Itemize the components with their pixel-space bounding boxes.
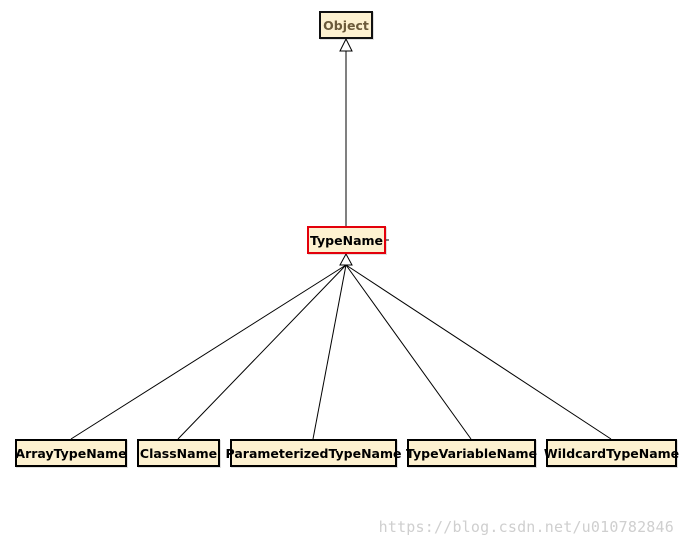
generalization-line-wildcardtypename [345, 264, 612, 440]
class-classname-label: ClassName [139, 445, 218, 461]
class-typevariablename-label: TypeVariableName [405, 445, 538, 461]
generalization-line-arraytypename [70, 264, 347, 440]
class-object-label: Object [323, 17, 369, 33]
class-typename-label: TypeName [309, 232, 384, 248]
class-parameterizedtypename-label: ParameterizedTypeName [225, 445, 402, 461]
class-parameterizedtypename[interactable]: ParameterizedTypeName [226, 439, 402, 467]
generalization-line-parameterizedtypename [312, 264, 347, 440]
class-wildcardtypename-label: WildcardTypeName [543, 445, 680, 461]
class-arraytypename[interactable]: ArrayTypeName [15, 439, 127, 467]
class-object[interactable]: Object [319, 11, 373, 39]
class-arraytypename-label: ArrayTypeName [15, 445, 127, 461]
class-wildcardtypename[interactable]: WildcardTypeName [543, 439, 680, 467]
generalization-line-classname [177, 264, 347, 440]
inheritance-arrowhead-typename [339, 252, 353, 266]
generalization-line-typevariablename [345, 264, 472, 440]
class-typename[interactable]: TypeName [307, 226, 386, 254]
class-classname[interactable]: ClassName [137, 439, 220, 467]
watermark-url: https://blog.csdn.net/u010782846 [378, 518, 674, 536]
inheritance-arrowhead-object [339, 37, 353, 52]
class-typevariablename[interactable]: TypeVariableName [405, 439, 538, 467]
